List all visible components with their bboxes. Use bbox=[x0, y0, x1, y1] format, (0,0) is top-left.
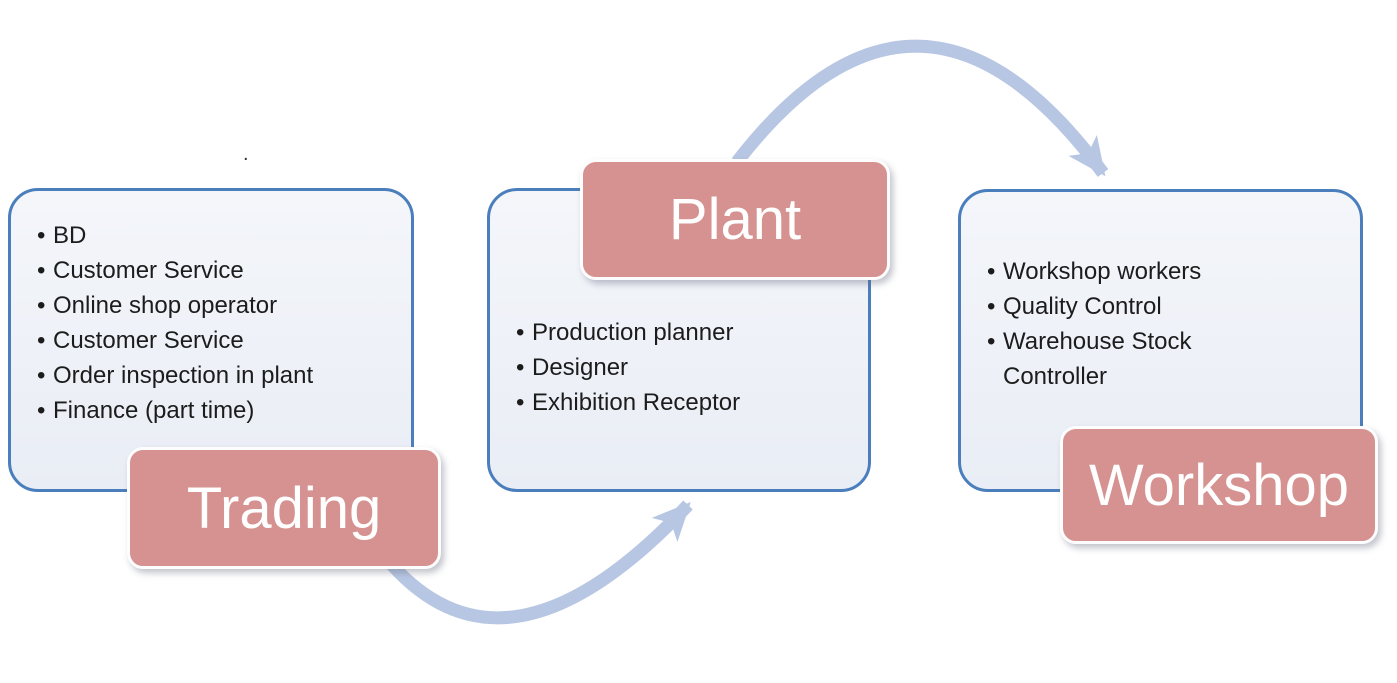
bullet-icon: • bbox=[516, 389, 525, 416]
list-item: • Customer Service bbox=[37, 253, 397, 288]
bullet-icon: • bbox=[37, 397, 46, 424]
plant-role-list: • Production planner • Designer • Exhibitio… bbox=[490, 191, 868, 420]
role-label: Workshop workers bbox=[1003, 258, 1202, 285]
list-item: • Designer bbox=[516, 350, 854, 385]
role-label: Customer Service bbox=[53, 257, 244, 284]
role-label: Production planner bbox=[532, 319, 734, 346]
list-item: • Quality Control bbox=[987, 289, 1346, 324]
arrow-trading-to-plant bbox=[381, 500, 693, 625]
role-label: Finance (part time) bbox=[53, 397, 255, 424]
plant-label: Plant bbox=[580, 159, 890, 280]
list-item: • Finance (part time) bbox=[37, 393, 397, 428]
bullet-icon: • bbox=[37, 292, 46, 319]
stray-dot: . bbox=[243, 143, 249, 165]
role-label: Warehouse Stock Controller bbox=[1003, 328, 1192, 390]
trading-group-box: • BD • Customer Service • Online shop opera… bbox=[8, 188, 414, 492]
bullet-icon: • bbox=[516, 319, 525, 346]
list-item: • Workshop workers bbox=[987, 254, 1346, 289]
trading-label-text: Trading bbox=[186, 475, 382, 541]
bullet-icon: • bbox=[987, 258, 996, 285]
arrow-plant-to-workshop bbox=[731, 39, 1109, 177]
bullet-icon: • bbox=[37, 257, 46, 284]
role-label: Online shop operator bbox=[53, 292, 278, 319]
list-item: • Warehouse Stock Controller bbox=[987, 324, 1346, 394]
workshop-role-list: • Workshop workers • Quality Control • Ware… bbox=[961, 192, 1360, 394]
list-item: • Exhibition Receptor bbox=[516, 385, 854, 420]
role-label: BD bbox=[53, 222, 87, 249]
list-item: • Order inspection in plant bbox=[37, 358, 397, 393]
workshop-label: Workshop bbox=[1060, 426, 1378, 544]
workshop-group-box: • Workshop workers • Quality Control • Ware… bbox=[958, 189, 1363, 492]
role-label: Designer bbox=[532, 354, 629, 381]
bullet-icon: • bbox=[987, 328, 996, 355]
list-item: • Production planner bbox=[516, 315, 854, 350]
workshop-label-text: Workshop bbox=[1088, 452, 1350, 518]
bullet-icon: • bbox=[37, 362, 46, 389]
list-item: • BD bbox=[37, 218, 397, 253]
role-label: Customer Service bbox=[53, 327, 244, 354]
role-label: Exhibition Receptor bbox=[532, 389, 741, 416]
bullet-icon: • bbox=[37, 327, 46, 354]
bullet-icon: • bbox=[37, 222, 46, 249]
role-label: Quality Control bbox=[1003, 293, 1162, 320]
trading-label: Trading bbox=[127, 447, 441, 569]
bullet-icon: • bbox=[516, 354, 525, 381]
trading-role-list: • BD • Customer Service • Online shop opera… bbox=[11, 191, 411, 428]
role-label: Order inspection in plant bbox=[53, 362, 314, 389]
bullet-icon: • bbox=[987, 293, 996, 320]
list-item: • Online shop operator bbox=[37, 288, 397, 323]
plant-label-text: Plant bbox=[668, 187, 802, 252]
list-item: • Customer Service bbox=[37, 323, 397, 358]
